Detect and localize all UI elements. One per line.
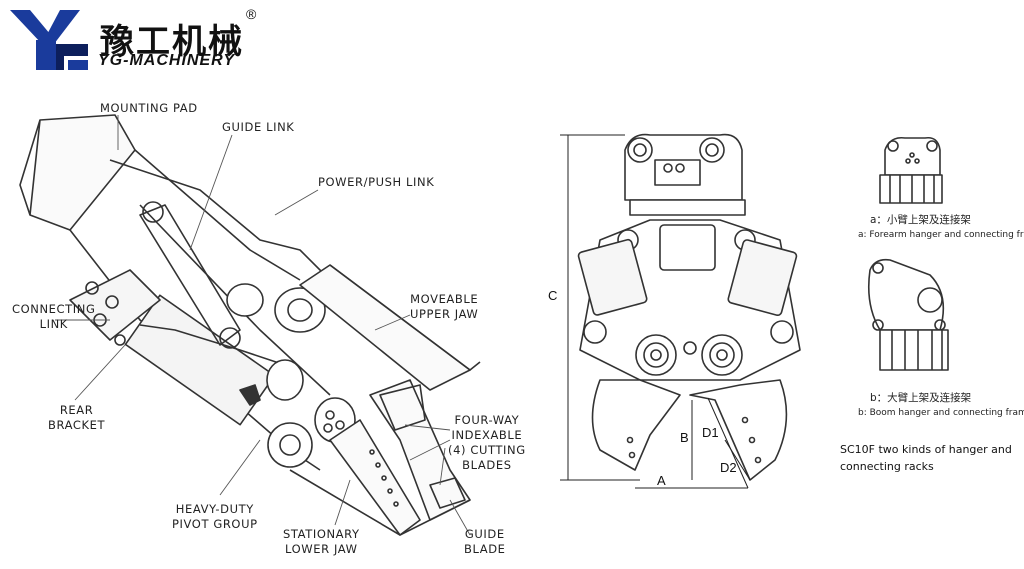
registered-mark: ® [246, 6, 257, 22]
hanger-b-caption-cn: b：大臂上架及连接架 [870, 392, 972, 404]
label-guide-blade: GUIDE BLADE [464, 527, 506, 556]
label-power-push-link: POWER/PUSH LINK [318, 175, 435, 189]
label-stationary-lower-jaw: STATIONARY LOWER JAW [283, 527, 360, 556]
dimension-lines [560, 134, 751, 489]
leader-lines [55, 115, 471, 536]
hanger-note: SC10F two kinds of hanger and connecting… [840, 443, 1012, 473]
dimension-a: A [657, 473, 666, 488]
label-guide-link: GUIDE LINK [222, 120, 295, 134]
dimension-d1: D1 [702, 425, 719, 440]
dimension-b: B [680, 430, 689, 445]
label-moveable-upper-jaw: MOVEABLE UPPER JAW [410, 292, 479, 321]
label-mounting-pad: MOUNTING PAD [100, 101, 198, 115]
label-rear-bracket: REAR BRACKET [48, 403, 106, 432]
dimension-c: C [548, 288, 558, 303]
brand-name-en: YG-MACHINERY [98, 52, 236, 69]
hanger-a-drawing [879, 136, 943, 204]
hanger-a-caption-en: a: Forearm hanger and connecting frame [858, 230, 1024, 240]
brand-logo: 豫工机械 YG-MACHINERY ® [6, 4, 256, 74]
label-pivot-group: HEAVY-DUTY PIVOT GROUP [172, 502, 258, 531]
label-cutting-blades: FOUR-WAY INDEXABLE (4) CUTTING BLADES [448, 413, 526, 472]
hanger-a-caption-cn: a：小臂上架及连接架 [870, 214, 971, 226]
shear-body-drawing [19, 114, 481, 536]
yg-logo-icon [10, 10, 88, 70]
dimension-d2: D2 [720, 460, 737, 475]
brand-name-cn: 豫工机械 [100, 22, 244, 62]
hanger-b-caption-en: b: Boom hanger and connecting frame [858, 408, 1024, 418]
shear-front-view-drawing [577, 133, 801, 481]
hanger-b-drawing [867, 258, 949, 371]
label-connecting-link: CONNECTING LINK [12, 302, 96, 331]
